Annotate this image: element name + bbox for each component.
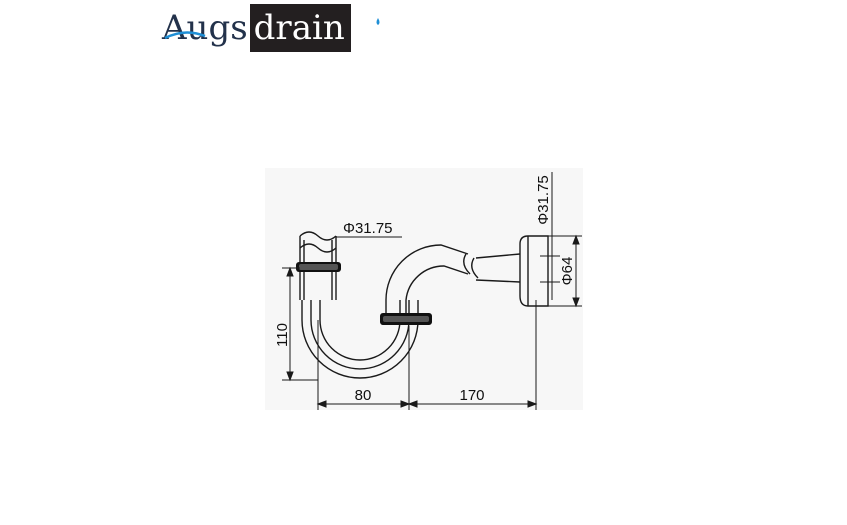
logo-text-augs: Augs — [162, 8, 248, 48]
dimension-lines — [282, 172, 582, 410]
flange-diameter-label: Φ64 — [559, 257, 576, 286]
arm-length-label: 170 — [459, 387, 484, 404]
inlet-diameter-label: Φ31.75 — [343, 220, 393, 237]
logo-text-drain: drain — [249, 4, 351, 52]
trap-width-label: 80 — [355, 387, 372, 404]
height-label: 110 — [274, 323, 291, 347]
logo-swoosh-icon — [164, 18, 380, 40]
brand-logo: Augs drain — [162, 4, 351, 52]
outlet-diameter-label: Φ31.75 — [535, 175, 552, 225]
